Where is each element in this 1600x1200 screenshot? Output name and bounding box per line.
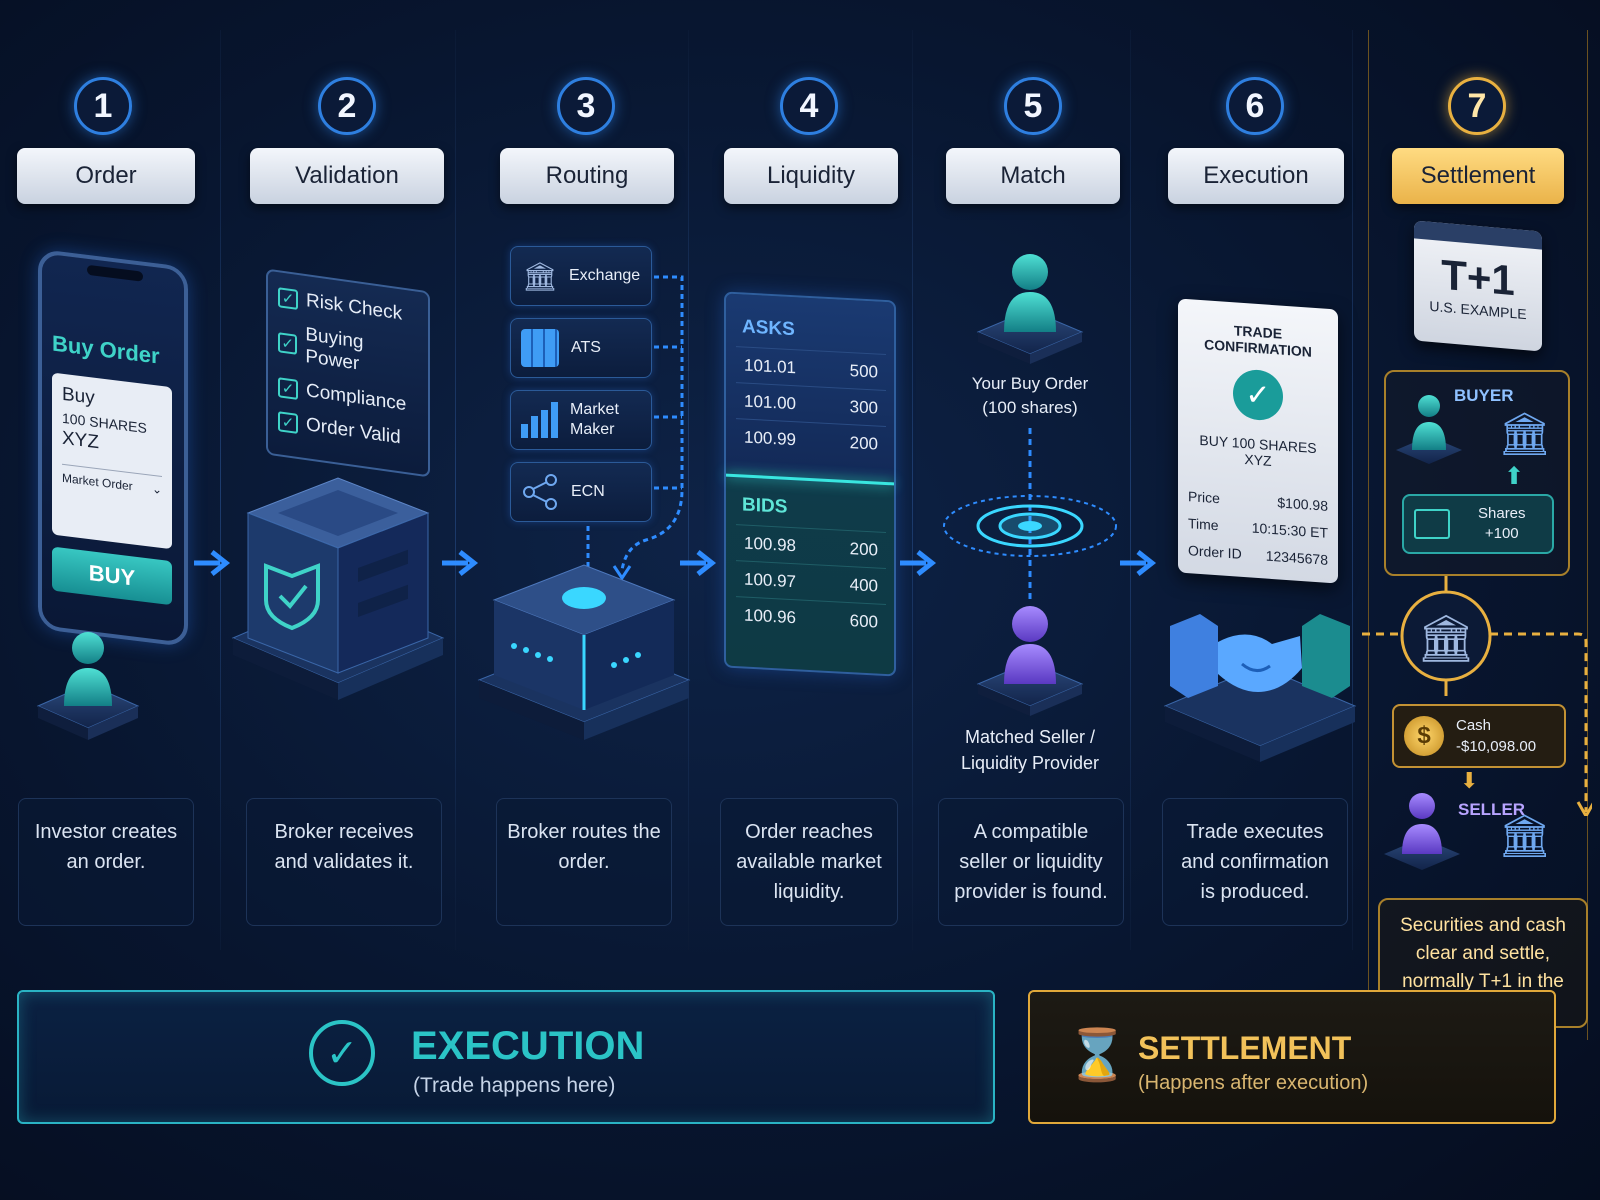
broker-server-shield-icon xyxy=(231,477,445,700)
arrow-right-icon xyxy=(194,550,231,576)
confirmation-summary: BUY 100 SHARES XYZ xyxy=(1199,431,1317,469)
arrow-up-icon: ⬆ xyxy=(1504,463,1525,490)
svg-text:🏛: 🏛 xyxy=(1417,611,1475,665)
arrow-right-icon xyxy=(1120,550,1157,576)
confirmation-title: TRADE CONFIRMATION xyxy=(1204,322,1312,360)
venue-ecn: ECN xyxy=(510,462,652,522)
check-icon: ✓ xyxy=(278,287,298,310)
hourglass-icon: ⌛ xyxy=(1066,1027,1129,1083)
certificate-icon xyxy=(1414,509,1450,539)
venue-label: Market Maker xyxy=(570,401,619,438)
seller-label: Matched Seller /Liquidity Provider xyxy=(960,727,1100,773)
calendar-icon: T+1 U.S. EXAMPLE xyxy=(1414,220,1542,352)
seller-bank-icon: 🏛 xyxy=(1498,812,1552,859)
arrow-down-icon: ⬇ xyxy=(1460,768,1479,793)
settlement-banner-subtitle: (Happens after execution) xyxy=(1138,1072,1369,1094)
buyer-bank-icon: 🏛 xyxy=(1498,410,1552,457)
validation-checklist: ✓ Risk Check ✓ Buying Power ✓ Compliance ✓ O… xyxy=(266,268,430,478)
seller-person-icon xyxy=(1384,793,1460,870)
step-7-label: Settlement xyxy=(1392,148,1564,204)
shares-badge: Shares+100 xyxy=(1402,494,1554,554)
settlement-banner-title: SETTLEMENT xyxy=(1138,1030,1352,1066)
step-3-label: Routing xyxy=(500,148,674,204)
chevron-down-icon: ⌄ xyxy=(151,481,162,498)
step-6-number: 6 xyxy=(1226,77,1284,135)
step-5-description: A compatible seller or liquidity provide… xyxy=(938,798,1124,926)
checklist-item: Buying Power xyxy=(305,324,364,375)
step-6-description: Trade executes and confirmation is produ… xyxy=(1162,798,1348,926)
router-server-icon xyxy=(477,564,691,740)
phone: Buy Order Buy 100 SHARES XYZ Market Orde… xyxy=(38,248,188,648)
bank-icon: 🏛 xyxy=(522,260,558,292)
phone-title: Buy Order xyxy=(52,330,160,369)
check-icon: ✓ xyxy=(278,411,298,434)
order-card: Buy 100 SHARES XYZ Market Order⌄ xyxy=(52,372,172,550)
execution-banner-subtitle: (Trade happens here) xyxy=(413,1074,616,1097)
venue-market-maker: Market Maker xyxy=(510,390,652,450)
venue-label: Exchange xyxy=(569,267,641,284)
checklist-item: Compliance xyxy=(306,380,407,416)
settlement-column-frame xyxy=(1368,30,1588,1040)
arrow-right-icon xyxy=(680,550,717,576)
step-7-number: 7 xyxy=(1448,77,1506,135)
checklist-item: Risk Check xyxy=(306,290,403,325)
dollar-coin-icon: $ xyxy=(1404,716,1444,756)
step-1-description: Investor creates an order. xyxy=(18,798,194,926)
buyer-label: BUYER xyxy=(1454,386,1514,405)
bids-label: BIDS xyxy=(742,494,788,518)
execution-banner: ✓ EXECUTION (Trade happens here) xyxy=(17,990,995,1124)
step-4-description: Order reaches available market liquidity… xyxy=(720,798,898,926)
settlement-banner: ⌛ SETTLEMENT (Happens after execution) xyxy=(1028,990,1556,1124)
spread-line xyxy=(726,473,894,486)
venue-ats: ATS xyxy=(510,318,652,378)
arrow-right-icon xyxy=(442,550,479,576)
step-4-number: 4 xyxy=(780,77,838,135)
cube-grid-icon xyxy=(521,329,559,367)
buyer-person-icon xyxy=(1396,395,1462,464)
bar-chart-icon xyxy=(521,402,558,438)
seller-icon xyxy=(976,606,1084,716)
step-2-number: 2 xyxy=(318,77,376,135)
checklist-item: Order Valid xyxy=(306,414,401,449)
buyer-order-label: Your Buy Order(100 shares) xyxy=(971,374,1089,417)
venue-label: ATS xyxy=(571,339,601,356)
cash-badge: $ Cash-$10,098.00 xyxy=(1392,704,1566,768)
check-icon: ✓ xyxy=(278,332,298,355)
routing-connectors xyxy=(586,275,684,600)
venue-exchange: 🏛 Exchange xyxy=(510,246,652,306)
buyer-settlement-box: BUYER 🏛 ⬆ Shares+100 xyxy=(1384,370,1570,576)
trade-confirmation-card: TRADE CONFIRMATION ✓ BUY 100 SHARES XYZ … xyxy=(1178,298,1338,584)
buy-button[interactable]: BUY xyxy=(52,546,172,606)
network-icon xyxy=(523,474,557,510)
step-5-number: 5 xyxy=(1004,77,1062,135)
step-3-number: 3 xyxy=(557,77,615,135)
seller-label: SELLER xyxy=(1458,800,1526,819)
step-5-label: Match xyxy=(946,148,1120,204)
step-2-label: Validation xyxy=(250,148,444,204)
step-4-label: Liquidity xyxy=(724,148,898,204)
execution-banner-title: EXECUTION xyxy=(411,1024,645,1068)
settlement-flow-lines: 🏛 xyxy=(1362,576,1592,816)
venue-label: ECN xyxy=(571,483,605,500)
asks-label: ASKS xyxy=(742,316,795,341)
handshake-icon xyxy=(1163,614,1357,762)
check-icon: ✓ xyxy=(278,377,298,400)
investor-icon xyxy=(36,632,140,740)
check-circle-icon: ✓ xyxy=(309,1020,375,1086)
step-2-description: Broker receives and validates it. xyxy=(246,798,442,926)
checkmark-icon: ✓ xyxy=(1233,368,1283,422)
step-3-description: Broker routes the order. xyxy=(496,798,672,926)
buyer-icon xyxy=(976,254,1084,364)
arrow-right-icon xyxy=(900,550,937,576)
match-target-icon xyxy=(943,428,1117,600)
step-6-label: Execution xyxy=(1168,148,1344,204)
step-1-number: 1 xyxy=(74,77,132,135)
order-type-select[interactable]: Market Order xyxy=(62,470,133,494)
step-1-label: Order xyxy=(17,148,195,204)
